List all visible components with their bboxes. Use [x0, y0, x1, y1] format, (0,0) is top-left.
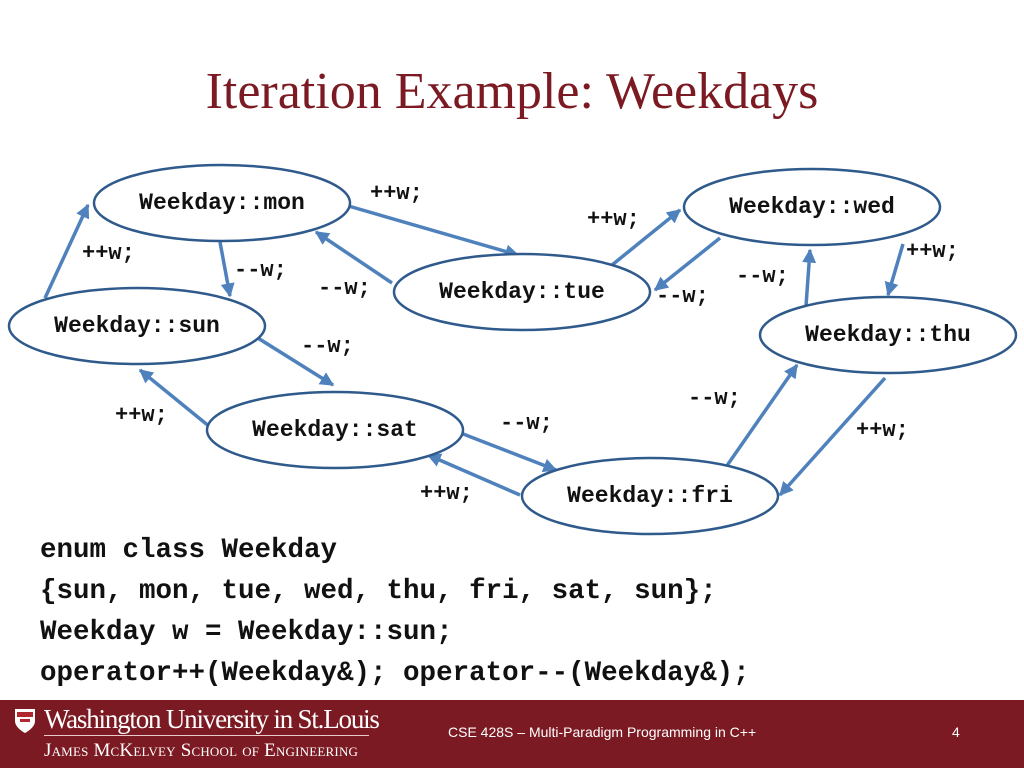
node-sat: Weekday::sat: [205, 390, 465, 470]
school-name: James McKelvey School of Engineering: [44, 740, 359, 761]
slide-footer: Washington University in St.Louis James …: [0, 700, 1024, 768]
arrow-mon-to-tue: [344, 203, 520, 259]
code-line: operator++(Weekday&); operator--(Weekday…: [40, 658, 750, 689]
node-wed: Weekday::wed: [682, 167, 942, 247]
label-tue-to-wed: ++w;: [587, 207, 640, 232]
slide-title: Iteration Example: Weekdays: [205, 63, 819, 120]
label-wed-to-thu: ++w;: [906, 239, 959, 264]
node-sun: Weekday::sun: [7, 286, 267, 366]
arrow-thu-to-wed: [802, 248, 817, 307]
label-sun-to-mon: ++w;: [82, 241, 135, 266]
code-line: Weekday w = Weekday::sun;: [40, 617, 453, 648]
label-mon-to-tue: ++w;: [370, 181, 423, 206]
code-block: enum class Weekday {sun, mon, tue, wed, …: [40, 530, 750, 694]
node-mon: Weekday::mon: [92, 163, 352, 243]
label-sun-to-sat: --w;: [301, 334, 354, 359]
label-thu-to-fri: ++w;: [856, 418, 909, 443]
arrow-fri-to-sat: [426, 453, 521, 497]
svg-text:Weekday::thu: Weekday::thu: [805, 322, 971, 348]
node-tue: Weekday::tue: [392, 252, 652, 332]
course-name: CSE 428S – Multi-Paradigm Programming in…: [448, 724, 757, 740]
weekday-state-diagram: Weekday::mon Weekday::sun Weekday::tue W…: [7, 163, 1018, 536]
arrow-sat-to-fri: [457, 430, 558, 472]
arrow-sun-to-mon: [43, 203, 90, 299]
node-fri: Weekday::fri: [520, 456, 780, 536]
arrow-mon-to-sun: [218, 241, 235, 298]
code-line: enum class Weekday: [40, 535, 338, 566]
label-fri-to-sat: ++w;: [420, 481, 473, 506]
svg-text:Weekday::tue: Weekday::tue: [439, 279, 605, 305]
label-mon-to-sun: --w;: [234, 258, 287, 283]
svg-text:Weekday::wed: Weekday::wed: [729, 194, 895, 220]
arrow-wed-to-tue: [653, 236, 722, 292]
label-thu-to-wed: --w;: [736, 264, 789, 289]
label-sat-to-fri: --w;: [500, 411, 553, 436]
arrow-tue-to-mon: [314, 230, 393, 285]
university-shield-icon: [15, 709, 35, 733]
arrow-thu-to-fri: [778, 376, 887, 497]
arrow-tue-to-wed: [610, 208, 682, 267]
label-fri-to-thu: --w;: [688, 386, 741, 411]
svg-text:Weekday::sat: Weekday::sat: [252, 417, 418, 443]
node-thu: Weekday::thu: [758, 295, 1018, 375]
arrow-sat-to-sun: [138, 368, 212, 429]
svg-text:Weekday::sun: Weekday::sun: [54, 313, 220, 339]
code-line: {sun, mon, tue, wed, thu, fri, sat, sun}…: [40, 576, 717, 607]
arrow-wed-to-thu: [884, 243, 905, 297]
label-sat-to-sun: ++w;: [115, 403, 168, 428]
label-wed-to-tue: --w;: [656, 284, 709, 309]
arrow-fri-to-thu: [724, 363, 799, 468]
svg-text:Weekday::mon: Weekday::mon: [139, 190, 305, 216]
page-number: 4: [952, 724, 960, 740]
logo-divider: [44, 735, 369, 736]
svg-text:Weekday::fri: Weekday::fri: [567, 483, 733, 509]
arrow-sun-to-sat: [252, 333, 335, 387]
university-name: Washington University in St.Louis: [44, 704, 380, 734]
label-tue-to-mon: --w;: [318, 276, 371, 301]
